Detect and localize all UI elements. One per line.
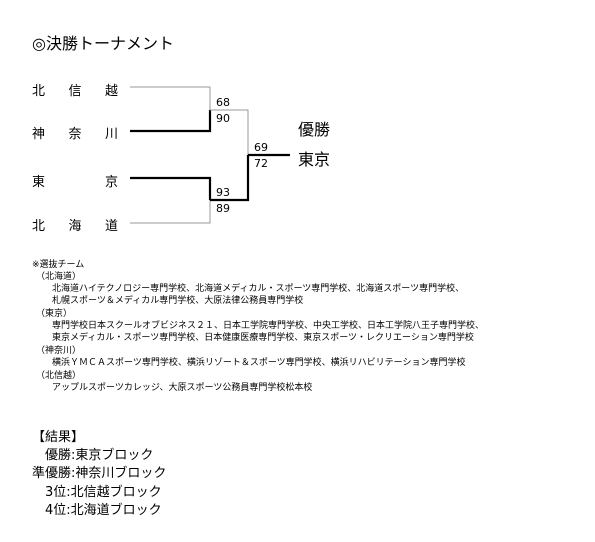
- notes-region: （神奈川）: [36, 346, 82, 356]
- score-sf2-bottom: 89: [216, 202, 230, 215]
- champion-label: 優勝: [298, 120, 331, 139]
- team-char: 奈: [68, 127, 82, 142]
- team-hokkaido: 北 海 道: [32, 215, 118, 234]
- notes-line: 横浜ＹＭＣＡスポーツ専門学校、横浜リゾート＆スポーツ専門学校、横浜リハビリテーシ…: [52, 358, 466, 368]
- result-line: 準優勝:神奈川ブロック: [32, 466, 167, 481]
- team-char: 越: [104, 84, 118, 99]
- notes-region: （北海道）: [36, 272, 82, 282]
- team-char: 東: [32, 175, 46, 190]
- result-line: 3位:北信越ブロック: [32, 485, 162, 500]
- team-char: 京: [104, 175, 118, 190]
- result-line: 4位:北海道ブロック: [32, 503, 162, 518]
- bracket-line-hokushinetsu: [130, 86, 211, 110]
- notes-heading: ※選抜チーム: [32, 260, 85, 270]
- notes-line: 札幌スポーツ＆メディカル専門学校、大原法律公務員専門学校: [52, 296, 304, 306]
- notes-line: 北海道ハイテクノロジー専門学校、北海道メディカル・スポーツ専門学校、北海道スポー…: [52, 284, 465, 294]
- score-final-top: 69: [254, 141, 268, 154]
- team-char: 北: [32, 219, 46, 234]
- bracket-line-sf1-winner: [210, 109, 249, 155]
- result-line: 優勝:東京ブロック: [32, 448, 154, 463]
- score-sf1-top: 68: [216, 96, 230, 109]
- team-kanagawa: 神 奈 川: [32, 123, 118, 142]
- notes-line: 専門学校日本スクールオブビジネス２１、日本工学院専門学校、中央工学校、日本工学院…: [52, 321, 485, 331]
- bracket-line-sf2-winner: [210, 155, 250, 202]
- score-sf1-bottom: 90: [216, 112, 230, 125]
- team-char: 川: [104, 127, 118, 142]
- page-title: ◎決勝トーナメント: [32, 34, 174, 53]
- team-hokushinetsu: 北 信 越: [32, 80, 118, 99]
- results-heading: 【結果】: [32, 430, 85, 445]
- team-char: 北: [32, 84, 46, 99]
- notes-region: （東京）: [36, 309, 73, 319]
- team-tokyo: 東 京: [32, 171, 118, 190]
- team-char: 信: [68, 84, 82, 99]
- notes-line: アップルスポーツカレッジ、大原スポーツ公務員専門学校松本校: [52, 383, 313, 393]
- notes-line: 東京メディカル・スポーツ専門学校、日本健康医療専門学校、東京スポーツ・レクリエー…: [52, 333, 474, 343]
- champion-name: 東京: [298, 150, 331, 169]
- notes-region: （北信越）: [36, 371, 82, 381]
- score-final-bottom: 72: [254, 157, 268, 170]
- team-char: 神: [32, 127, 46, 142]
- team-char: 道: [104, 219, 118, 234]
- bracket-line-hokkaido: [130, 200, 211, 224]
- score-sf2-top: 93: [216, 186, 230, 199]
- team-char: 海: [68, 219, 82, 234]
- bracket-line-tokyo: [130, 176, 212, 200]
- bracket-line-kanagawa: [130, 110, 212, 133]
